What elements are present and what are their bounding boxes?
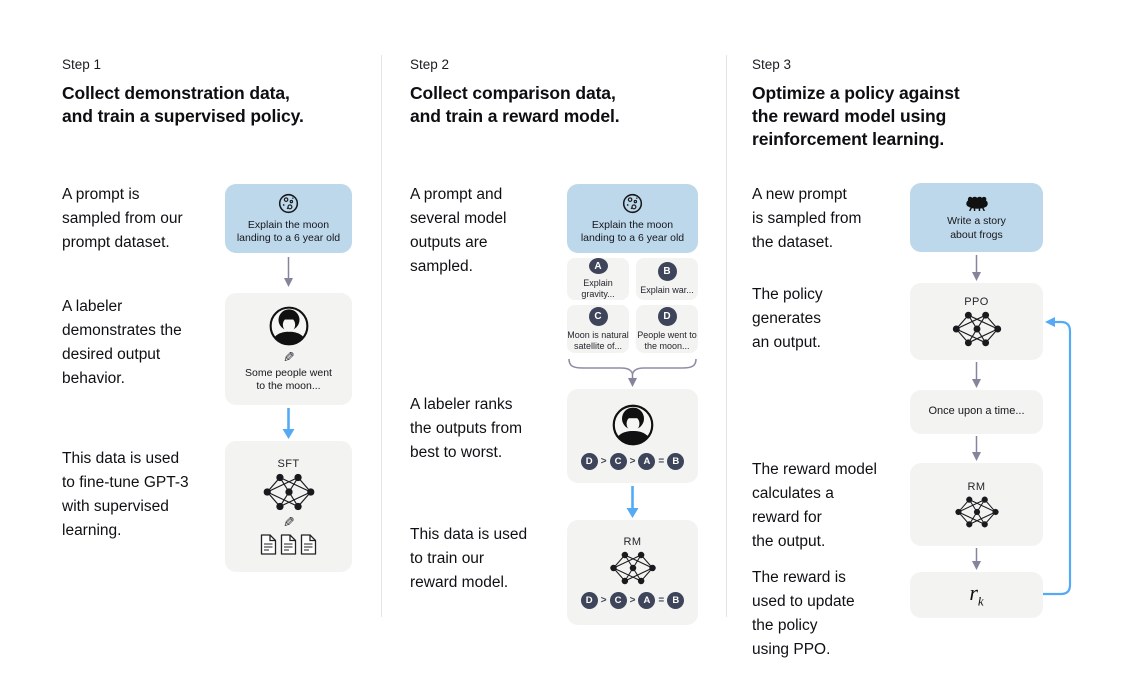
rank-separator: = [658, 595, 665, 606]
labeler-avatar-icon [268, 305, 310, 347]
step3-prompt-text: Write a story about frogs [947, 215, 1006, 241]
step3-reward-box: rk [910, 572, 1043, 618]
ppo-model-label: PPO [964, 295, 989, 308]
step1-paragraph-prompt: A prompt is sampled from our prompt data… [62, 186, 183, 251]
step3-output-box: Once upon a time... [910, 390, 1043, 434]
rank-chip: A [638, 592, 656, 609]
down-arrow-icon [972, 255, 981, 281]
step1-prompt-box: Explain the moon landing to a 6 year old [225, 184, 352, 253]
rank-chip: B [667, 592, 685, 609]
pencil-icon: ✎ [282, 348, 295, 365]
column-divider [381, 55, 382, 617]
down-arrow-icon [282, 408, 295, 439]
option-a-badge: A [588, 258, 608, 274]
rank-chip: C [609, 592, 627, 609]
option-b-text: Explain war... [640, 285, 694, 295]
step2-label: Step 2 [410, 57, 450, 72]
step3-rm-box: RM [910, 463, 1043, 546]
option-c-badge: C [588, 306, 608, 326]
column-divider [726, 55, 727, 617]
step1-labeler-output: Some people went to the moon... [245, 366, 332, 393]
step3-ppo-box: PPO [910, 283, 1043, 360]
step3-output-text: Once upon a time... [928, 405, 1025, 418]
rank-chip: C [609, 452, 627, 470]
reward-subscript: k [977, 593, 984, 609]
step1-paragraph-labeler: A labeler demonstrates the desired outpu… [62, 298, 182, 387]
option-d-text: People went to the moon... [637, 329, 697, 351]
step3-paragraph-update: The reward is used to update the policy … [752, 569, 855, 658]
rank-separator: > [629, 455, 636, 467]
feedback-loop-arrow [1043, 317, 1072, 596]
step2-paragraph-prompt: A prompt and several model outputs are s… [410, 186, 507, 275]
option-a-text: Explain gravity... [581, 278, 615, 299]
neural-network-icon [951, 495, 1003, 529]
step3-paragraph-policy: The policy generates an output. [752, 286, 823, 351]
step3-paragraph-prompt: A new prompt is sampled from the dataset… [752, 186, 862, 251]
option-card-d: D People went to the moon... [636, 305, 698, 353]
step2-paragraph-train: This data is used to train our reward mo… [410, 526, 528, 591]
pencil-icon: ✎ [282, 514, 295, 530]
rank-separator: > [629, 595, 636, 606]
neural-network-icon [260, 472, 318, 512]
rm-model-label: RM [623, 536, 642, 548]
option-c-text: Moon is natural satellite of... [567, 329, 629, 351]
down-arrow-icon [626, 486, 639, 518]
rank-separator: = [658, 455, 665, 467]
rank-separator: > [600, 595, 607, 606]
step3-paragraph-reward: The reward model calculates a reward for… [752, 461, 877, 550]
reward-value: rk [969, 580, 983, 609]
step1-labeler-box: ✎ Some people went to the moon... [225, 293, 352, 405]
frog-icon [964, 193, 990, 211]
step2-title: Collect comparison data, and train a rew… [410, 83, 620, 126]
option-card-b: B Explain war... [636, 258, 698, 300]
rank-chip: B [667, 452, 685, 470]
moon-icon [621, 192, 644, 215]
step1-label: Step 1 [62, 57, 102, 72]
step1-paragraph-finetune: This data is used to fine-tune GPT-3 wit… [62, 450, 189, 539]
step2-labeler-box: D > C > A = B [567, 389, 698, 483]
option-b-badge: B [657, 262, 677, 281]
down-arrow-icon [284, 257, 293, 287]
step1-prompt-text: Explain the moon landing to a 6 year old [236, 218, 341, 245]
moon-icon [277, 192, 300, 215]
down-arrow-icon [972, 436, 981, 461]
step2-rm-box: RM D > C > A = B [567, 520, 698, 625]
down-arrow-icon [972, 548, 981, 570]
reward-symbol: r [969, 580, 978, 606]
rank-separator: > [600, 455, 607, 467]
neural-network-icon [607, 550, 659, 586]
option-card-c: C Moon is natural satellite of... [567, 305, 629, 353]
step3-title: Optimize a policy against the reward mod… [752, 83, 960, 149]
step3-label: Step 3 [752, 57, 792, 72]
brace-arrow-icon [568, 358, 697, 387]
ranking-row: D > C > A = B [580, 592, 685, 609]
labeler-avatar-icon [611, 403, 655, 447]
step2-prompt-box: Explain the moon landing to a 6 year old [567, 184, 698, 253]
rm-model-label: RM [967, 480, 986, 493]
neural-network-icon [949, 310, 1005, 348]
step2-prompt-text: Explain the moon landing to a 6 year old [580, 218, 685, 245]
documents-icon [260, 534, 317, 555]
down-arrow-icon [972, 362, 981, 388]
step2-paragraph-rank: A labeler ranks the outputs from best to… [410, 396, 523, 461]
step1-title: Collect demonstration data, and train a … [62, 83, 304, 126]
option-card-a: A Explain gravity... [567, 258, 629, 300]
ranking-row: D > C > A = B [580, 452, 685, 470]
sft-model-label: SFT [277, 458, 300, 470]
step3-prompt-box: Write a story about frogs [910, 183, 1043, 252]
option-d-badge: D [657, 306, 677, 326]
rank-chip: A [638, 452, 656, 470]
step1-sft-box: SFT ✎ [225, 441, 352, 572]
rank-chip: D [580, 452, 598, 470]
rank-chip: D [580, 592, 598, 609]
